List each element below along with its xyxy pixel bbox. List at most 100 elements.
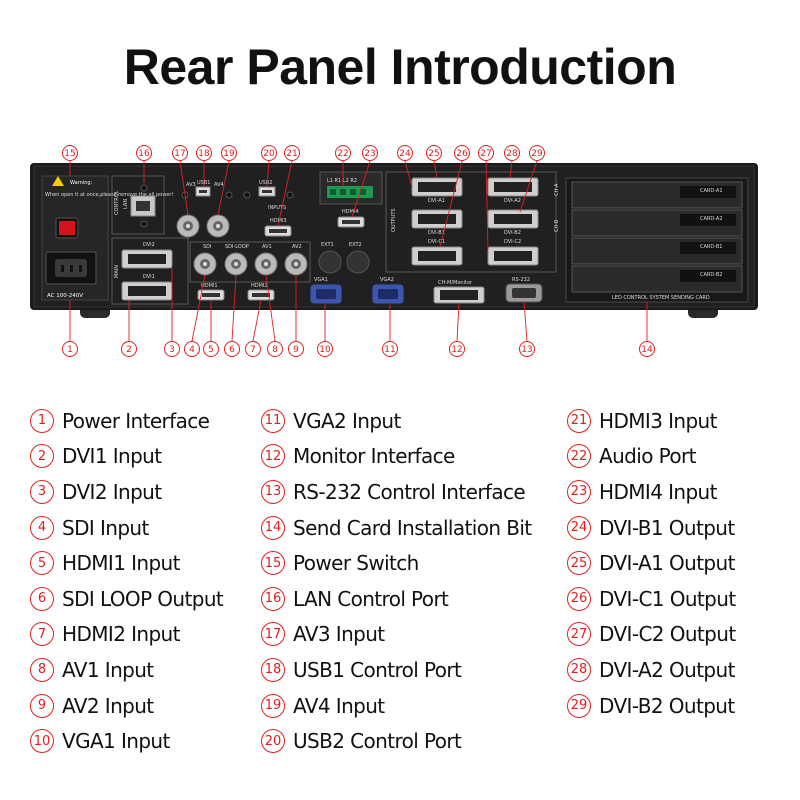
- callout-circle: [284, 145, 300, 161]
- legend-label: AV3 Input: [293, 622, 385, 647]
- ext2-port[interactable]: [346, 250, 370, 274]
- callout-circle: [454, 145, 470, 161]
- main-inputs: MAIN DVI2 DVI1: [111, 237, 189, 305]
- legend-number: 9: [30, 693, 54, 718]
- legend-number: 1: [30, 408, 54, 433]
- legend-number: 29: [567, 693, 591, 718]
- callout-circle: [529, 145, 545, 161]
- legend-item: 19 AV4 Input: [261, 688, 532, 724]
- legend-label: Power Switch: [293, 551, 419, 576]
- callout-number: 28: [506, 149, 518, 159]
- legend-number: 16: [261, 586, 285, 611]
- callout-number: 23: [364, 149, 375, 159]
- ch-b-label: CH-B: [554, 219, 560, 232]
- callout-leader-line: [351, 160, 371, 218]
- callout-circle: [121, 341, 137, 357]
- legend-label: AV1 Input: [62, 657, 154, 682]
- ext1-port[interactable]: [318, 250, 342, 274]
- dvi1-label: DVI1: [143, 274, 155, 280]
- warning-label: Warning:: [70, 180, 93, 186]
- legend-label: SDI Input: [62, 515, 149, 540]
- outputs-label: OUTPUTS: [391, 208, 397, 232]
- legend-label: VGA2 Input: [293, 408, 401, 433]
- callout-circle: [449, 341, 465, 357]
- callout-circle: [362, 145, 378, 161]
- callout-leader-line: [485, 160, 489, 251]
- callout-number: 25: [428, 149, 439, 159]
- legend-number: 22: [567, 444, 591, 469]
- legend-item: 24 DVI-B1 Output: [567, 510, 736, 546]
- legend-number: 28: [567, 657, 591, 682]
- upper-inputs: AV3 AV4 USB1 USB2 INPUTS HDMI3 L1 R1 L2 …: [176, 171, 383, 238]
- legend-label: Send Card Installation Bit: [293, 515, 532, 540]
- legend-number: 14: [261, 515, 285, 540]
- callout-number: 14: [641, 345, 653, 355]
- warning-icon: [52, 176, 64, 186]
- callout-circle: [136, 145, 152, 161]
- callout-number: 5: [208, 345, 214, 355]
- card-b1-label: CARD-B1: [700, 244, 722, 250]
- callout-circle: [62, 145, 78, 161]
- hdmi2-label: HDMI2: [251, 283, 268, 289]
- ch-a-label: CH-A: [554, 183, 560, 196]
- callout-number: 15: [64, 149, 75, 159]
- callout-number: 22: [337, 149, 348, 159]
- sending-card-label: LED CONTROL SYSTEM SENDING CARD: [612, 295, 710, 301]
- legend-label: RS-232 Control Interface: [293, 479, 526, 504]
- callout-number: 3: [169, 345, 175, 355]
- legend-label: Monitor Interface: [293, 444, 455, 469]
- legend-label: AV4 Input: [293, 693, 385, 718]
- hdmi4-label: HDMI4: [342, 209, 359, 215]
- ext2-label: EXT2: [349, 242, 362, 248]
- callout-circle: [261, 145, 277, 161]
- legend-label: HDMI1 Input: [62, 551, 180, 576]
- legend-label: DVI-B1 Output: [599, 515, 735, 540]
- callout-circle: [382, 341, 398, 357]
- callout-leader-line: [439, 160, 463, 248]
- callout-leader-line: [433, 160, 438, 179]
- hdmi1-label: HDMI1: [201, 283, 218, 289]
- legend-number: 18: [261, 657, 285, 682]
- callout-number: 8: [272, 345, 278, 355]
- callout-circle: [317, 341, 333, 357]
- callout-circle: [62, 341, 78, 357]
- legend-number: 3: [30, 479, 54, 504]
- legend-item: 1 Power Interface: [30, 403, 223, 439]
- legend-label: AV2 Input: [62, 693, 154, 718]
- legend-label: DVI-B2 Output: [599, 693, 735, 718]
- av4-label: AV4: [214, 182, 224, 188]
- dvi-c1-label: DVI-C1: [428, 239, 445, 245]
- callout-leader-line: [519, 160, 538, 213]
- sending-card-area: CARD-A1 CARD-A2 CARD-B1 CARD-B2 LED CONT…: [565, 177, 749, 303]
- control-area: CONTROL LAN: [111, 175, 165, 235]
- legend-number: 19: [261, 693, 285, 718]
- legend-label: HDMI3 Input: [599, 408, 717, 433]
- inputs-label: INPUTS: [268, 205, 286, 211]
- legend-item: 14 Send Card Installation Bit: [261, 510, 532, 546]
- callout-number: 18: [198, 149, 210, 159]
- power-switch-rocker: [59, 221, 75, 235]
- usb2-label: USB2: [259, 180, 272, 186]
- legend-label: Power Interface: [62, 408, 210, 433]
- callout-circle: [335, 145, 351, 161]
- callout-leader-line: [217, 160, 230, 216]
- callout-leader-line: [191, 274, 206, 342]
- legend-label: SDI LOOP Output: [62, 586, 224, 611]
- callout-leader-line: [509, 160, 513, 179]
- callout-leader-line: [179, 160, 189, 216]
- callout-number: 11: [384, 345, 395, 355]
- dvi-c2-label: DVI-C2: [504, 239, 521, 245]
- legend-number: 24: [567, 515, 591, 540]
- ext1-label: EXT1: [321, 242, 334, 248]
